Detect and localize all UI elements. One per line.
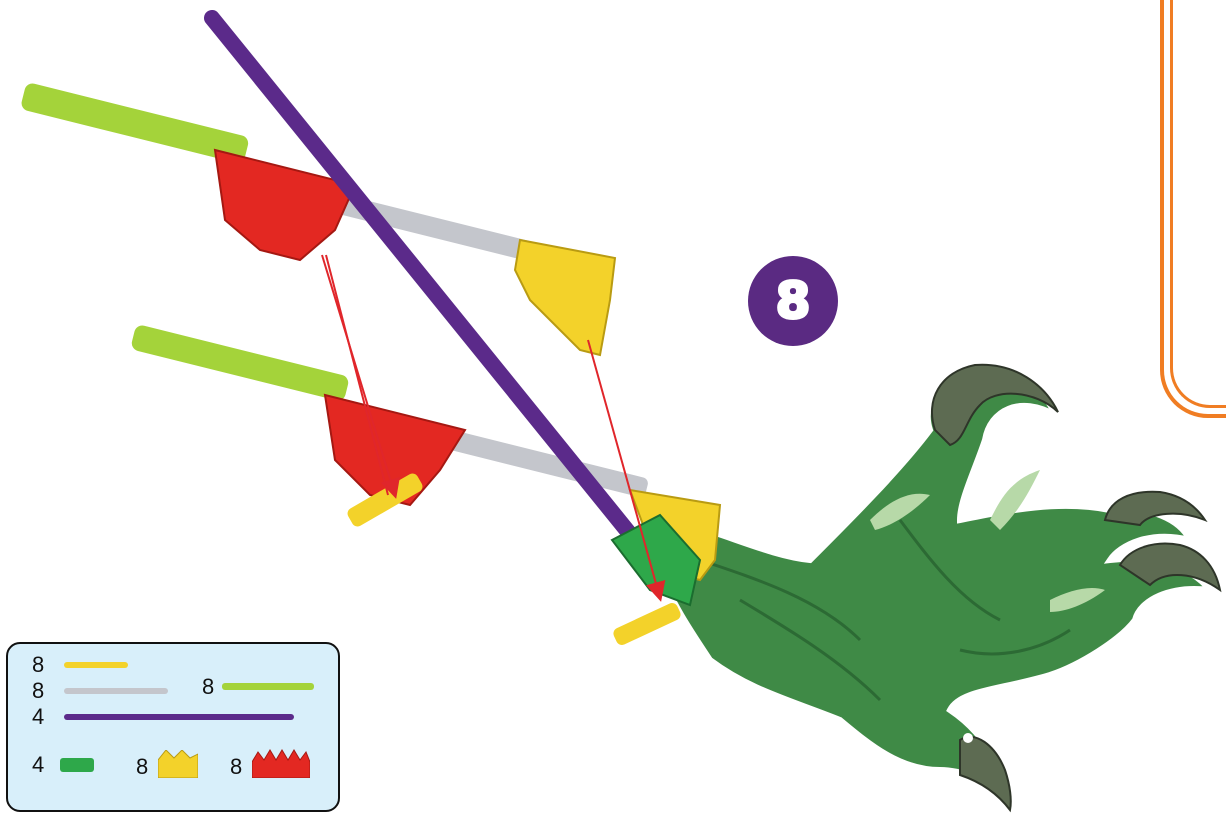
step-number-badge: 8 [748, 256, 838, 346]
legend-qty: 8 [32, 652, 44, 678]
legend-qty: 4 [32, 704, 44, 730]
green-clip-icon [60, 758, 94, 774]
legend-qty: 8 [136, 754, 148, 780]
yellow-rod-icon [64, 660, 128, 670]
step-number: 8 [776, 272, 811, 330]
red-connector-icon [252, 748, 310, 778]
parts-legend: 8 8 4 8 4 8 8 [6, 642, 340, 812]
gray-rod-icon [64, 686, 168, 696]
purple-rod-icon [64, 712, 294, 722]
yellow-connector-icon [158, 750, 198, 778]
orange-frame [1160, 0, 1226, 418]
legend-qty: 8 [32, 678, 44, 704]
legend-qty: 8 [230, 754, 242, 780]
green-rod-icon [222, 680, 314, 692]
upper-rod-assembly [20, 82, 615, 355]
dinosaur-foot-icon [655, 365, 1220, 810]
lower-rod-assembly [130, 324, 720, 647]
legend-qty: 4 [32, 752, 44, 778]
legend-qty: 8 [202, 674, 214, 700]
